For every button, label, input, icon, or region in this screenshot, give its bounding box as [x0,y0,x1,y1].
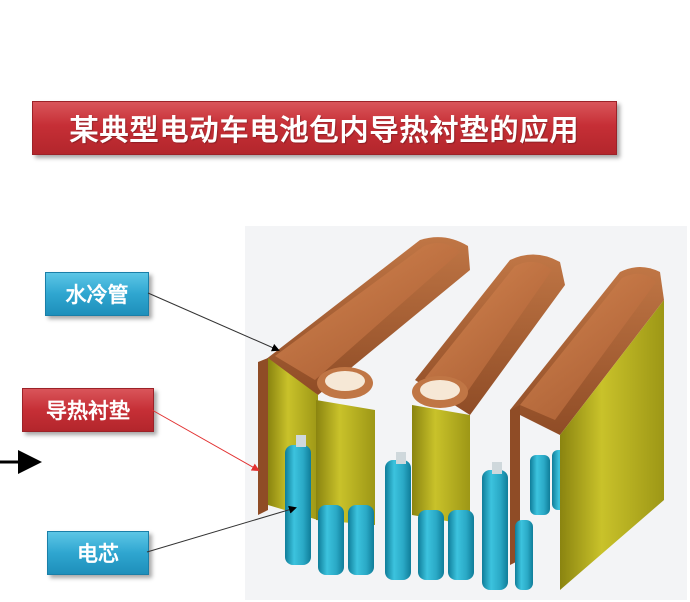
label-cooling-pipe: 水冷管 [45,272,149,316]
title-banner: 某典型电动车电池包内导热衬垫的应用 [32,101,617,155]
callout-line-cooling-pipe [147,292,280,352]
label-cell-text: 电芯 [77,542,119,566]
label-thermal-pad-text: 导热衬垫 [46,399,130,423]
cell-array-front [285,435,533,590]
cooling-pipe-left [258,237,470,525]
callout-line-cell [146,505,297,553]
label-cell: 电芯 [47,531,149,575]
label-cooling-pipe-text: 水冷管 [65,283,129,307]
page-title: 某典型电动车电池包内导热衬垫的应用 [69,113,580,147]
label-thermal-pad: 导热衬垫 [22,388,154,432]
cooling-pipe-right [510,267,664,590]
callout-line-thermal-pad [151,409,260,471]
cooling-pipe-middle [412,254,565,525]
